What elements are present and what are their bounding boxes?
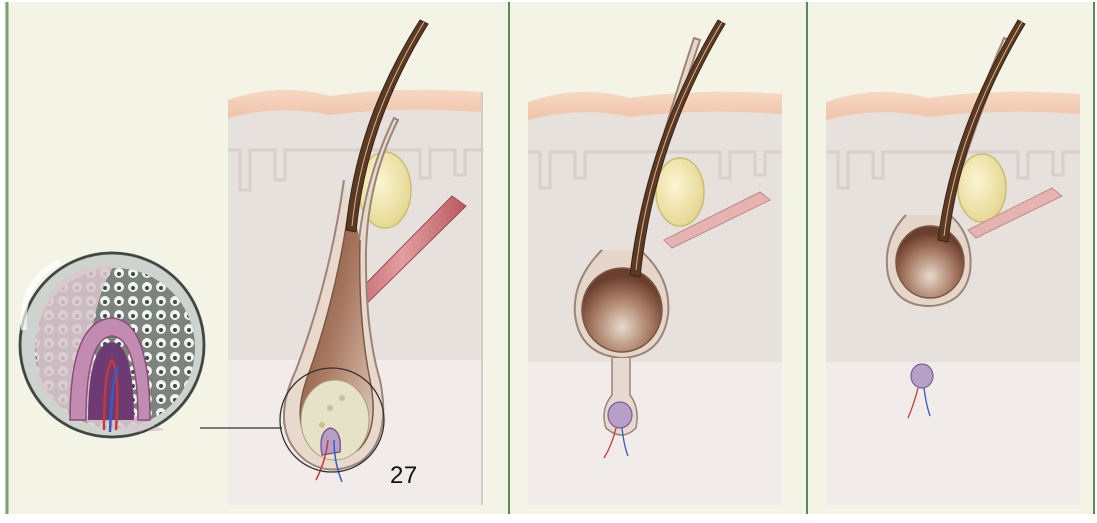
club-hair-bulb-catagen <box>582 268 662 352</box>
subcutis-telogen <box>826 362 1080 505</box>
panel-catagen <box>510 2 807 514</box>
panel-anagen <box>4 2 509 514</box>
dermal-papilla-anagen <box>321 428 340 455</box>
dermal-papilla-catagen <box>608 402 632 428</box>
subcutis-catagen <box>528 362 782 505</box>
panel-telogen <box>808 2 1094 514</box>
dermal-papilla-telogen <box>911 364 933 388</box>
sebaceous-gland-telogen <box>958 154 1006 222</box>
inset-magnified-view <box>20 253 204 437</box>
club-hair-telogen <box>896 226 964 298</box>
sebaceous-gland-catagen <box>656 158 704 226</box>
page-number: 27 <box>390 462 418 490</box>
